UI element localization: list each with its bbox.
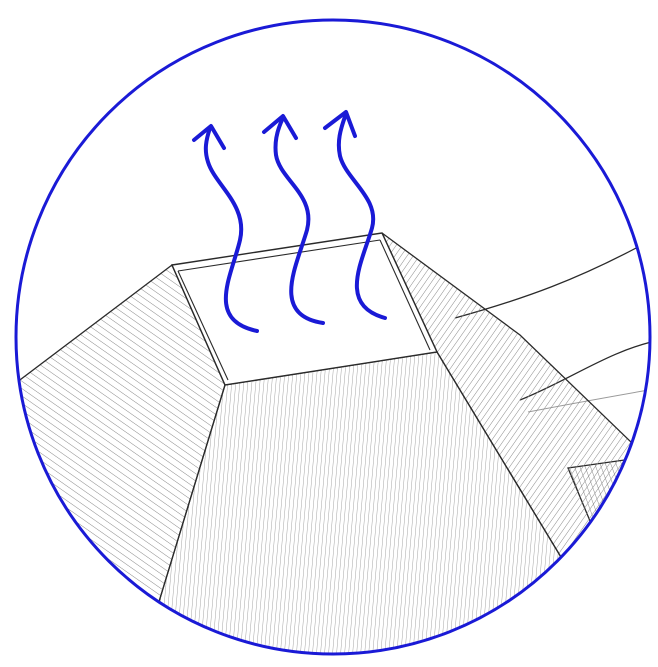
terrain-line bbox=[455, 235, 658, 318]
